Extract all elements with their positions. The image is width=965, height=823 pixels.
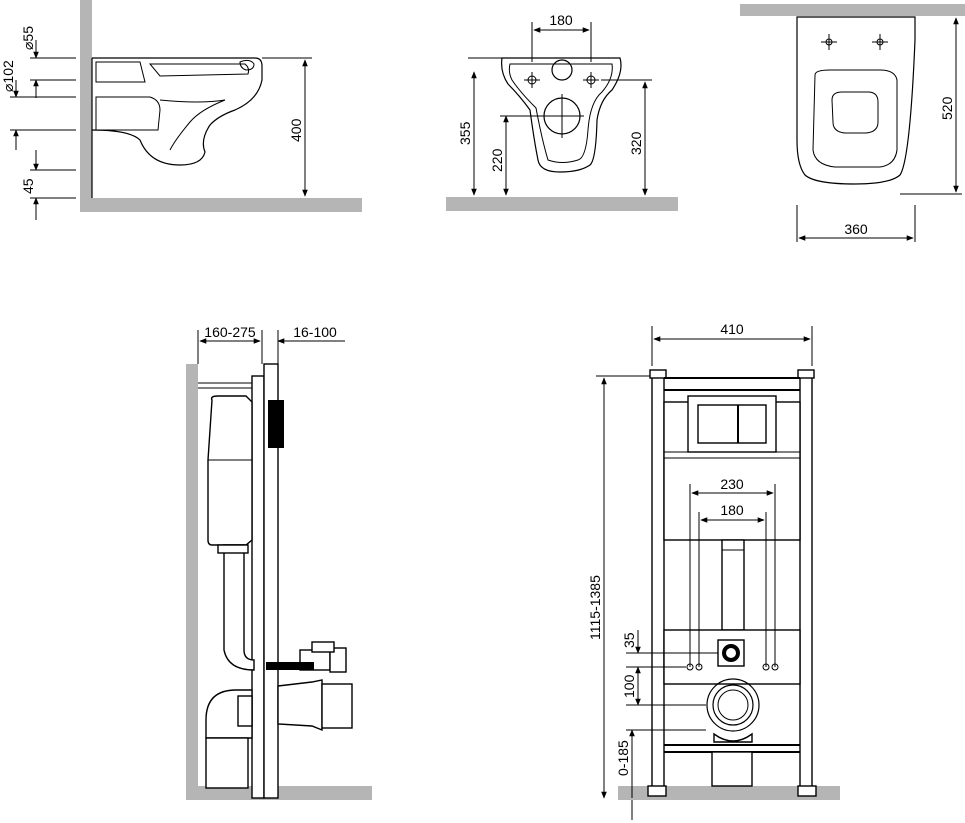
dim-220: 220 [489,148,505,172]
bowl-front-outline [501,57,622,173]
cistern-side [207,395,253,546]
side-view-floor [80,198,362,212]
dim-front-180: 180 [549,12,573,28]
dim-0-185: 0-185 [615,740,631,776]
dim-400: 400 [288,118,304,142]
dim-360: 360 [844,221,868,237]
frame-right-upright [799,375,813,791]
dim-410: 410 [720,321,744,337]
dim-d55: ⌀55 [20,26,36,50]
frame-front-view: 410 230 180 1115-1385 35 100 0-185 [587,321,840,820]
dim-16-100: 16-100 [293,324,337,340]
bowl-side-outline [91,57,263,166]
dim-35: 35 [621,632,637,648]
top-view-wall [740,4,965,16]
dim-230: 230 [720,476,744,492]
dim-frame-180: 180 [720,502,744,518]
bowl-top-outline [796,16,916,185]
dim-355: 355 [457,121,473,145]
side-view-left-dims [10,40,76,220]
side-view-wall [80,0,92,212]
flush-plate-side [268,400,284,448]
frame-side-wall [186,364,198,798]
dim-100: 100 [621,674,637,698]
dim-320: 320 [628,131,644,155]
toilet-front-view: 180 355 220 320 [446,12,678,211]
toilet-side-view: ⌀55 ⌀102 45 400 [0,0,362,220]
dim-d102: ⌀102 [0,60,16,92]
dim-160-275: 160-275 [204,324,256,340]
dim-520: 520 [939,96,955,120]
dim-45: 45 [20,178,36,194]
front-view-floor [446,197,678,211]
frame-front-floor [618,786,840,800]
frame-left-upright [651,375,665,791]
frame-side-floor [186,786,372,800]
toilet-top-view: 520 360 [740,4,965,242]
dim-1115-1385: 1115-1385 [587,575,603,640]
frame-side-view: 160-275 16-100 [186,324,372,800]
waste-outlet [706,678,760,732]
